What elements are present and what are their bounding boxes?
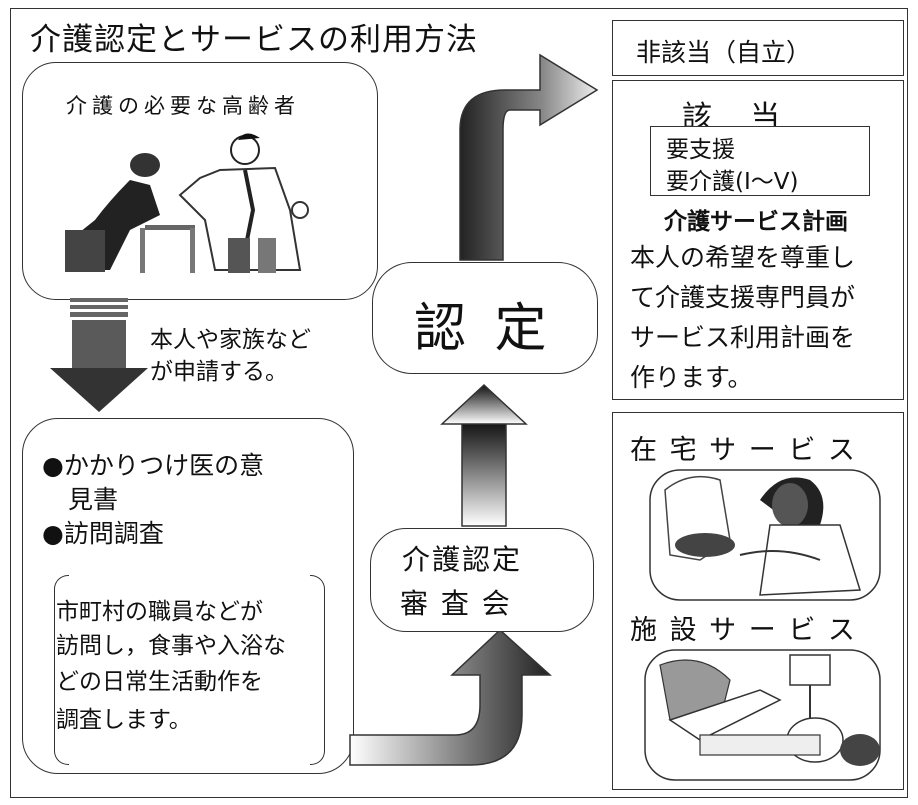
not-applicable-box (612, 20, 904, 76)
services-box (612, 412, 904, 790)
committee-label-line1: 介護認定 (402, 543, 523, 576)
survey-bracket-right (310, 575, 325, 765)
care-plan-line2: て介護支援専門員が (630, 283, 856, 312)
assessment-box (22, 418, 354, 774)
committee-box (370, 528, 594, 632)
diagram-title: 介護認定とサービスの利用方法 (30, 22, 478, 58)
committee-label-line2: 審 査 会 (400, 587, 512, 620)
application-note-line2: が申請する。 (150, 359, 288, 385)
assessment-item2: ●訪問調査 (42, 519, 164, 548)
care-plan-line4: 作ります。 (630, 363, 753, 392)
care-level-box (650, 126, 870, 196)
home-service-label: 在 宅 サ ー ビ ス (630, 435, 857, 466)
survey-text-line4: 調査します。 (56, 707, 192, 733)
elderly-label: 介護の必要な高齢者 (66, 94, 300, 118)
certification-box (372, 262, 598, 374)
assessment-item1-line1: ●かかりつけ医の意 (42, 451, 265, 480)
care-level-nursing: 要介護(Ⅰ～Ⅴ) (666, 169, 799, 195)
facility-service-label: 施 設 サ ー ビ ス (630, 615, 857, 646)
survey-text-line2: 訪問し，食事や入浴な (56, 633, 286, 659)
care-plan-line3: サービス利用計画を (630, 323, 856, 352)
care-plan-heading: 介護サービス計画 (664, 209, 848, 235)
certification-label: 認 定 (414, 299, 553, 359)
care-plan-line1: 本人の希望を尊重し (630, 243, 856, 272)
assessment-item1-line2: 見書 (68, 485, 119, 514)
survey-text-line1: 市町村の職員などが (56, 599, 263, 625)
care-level-support: 要支援 (666, 137, 735, 163)
not-applicable-label: 非該当（自立） (636, 38, 812, 67)
application-note-line1: 本人や家族など (150, 327, 311, 353)
survey-text-line3: どの日常生活動作を (56, 669, 263, 695)
